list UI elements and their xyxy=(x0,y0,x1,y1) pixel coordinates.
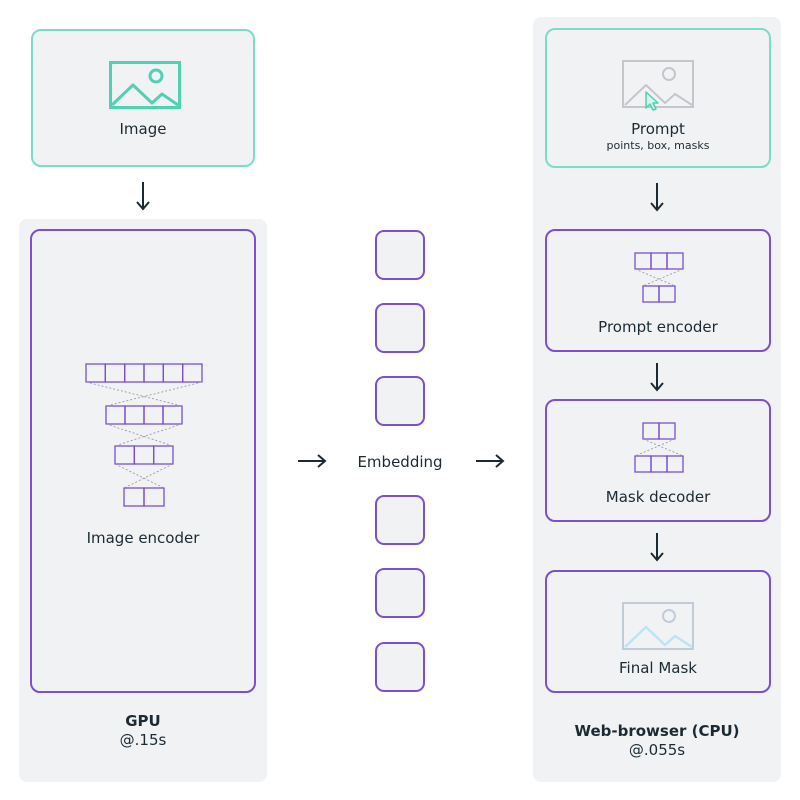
embedding-cell xyxy=(375,495,425,545)
mask-decoder-network-icon xyxy=(634,422,684,473)
browser-footer: Web-browser (CPU) @.055s xyxy=(533,722,781,760)
prompt-label: Prompt xyxy=(631,120,685,138)
final-mask-label: Final Mask xyxy=(619,659,697,677)
embedding-cell xyxy=(375,376,425,426)
embedding-cell xyxy=(375,568,425,618)
prompt-box: Prompt points, box, masks xyxy=(545,28,771,168)
gpu-timing-label: @.15s xyxy=(119,731,167,749)
prompt-encoder-box: Prompt encoder xyxy=(545,229,771,352)
browser-timing-label: @.055s xyxy=(628,741,686,759)
browser-device-label: Web-browser (CPU) xyxy=(574,722,740,740)
image-cursor-icon xyxy=(622,60,694,111)
embedding-label: Embedding xyxy=(357,453,443,471)
mask-decoder-label: Mask decoder xyxy=(605,488,711,506)
arrow-down-icon xyxy=(136,182,150,211)
prompt-encoder-network-icon xyxy=(634,252,684,303)
embedding-cell xyxy=(375,230,425,280)
gpu-device-label: GPU xyxy=(125,712,161,730)
embedding-cell xyxy=(375,303,425,353)
image-encoder-network-icon xyxy=(85,363,203,507)
image-icon xyxy=(109,61,181,109)
arrow-right-icon xyxy=(298,454,327,468)
prompt-encoder-label: Prompt encoder xyxy=(598,318,718,336)
image-icon xyxy=(622,602,694,650)
arrow-down-icon xyxy=(650,533,664,562)
image-encoder-box: Image encoder xyxy=(30,229,256,693)
image-encoder-label: Image encoder xyxy=(86,529,200,547)
final-mask-box: Final Mask xyxy=(545,570,771,693)
embedding-cell xyxy=(375,642,425,692)
prompt-sublabel: points, box, masks xyxy=(606,139,710,152)
arrow-down-icon xyxy=(650,183,664,212)
image-input-box: Image xyxy=(31,29,255,167)
mask-decoder-box: Mask decoder xyxy=(545,399,771,522)
arrow-down-icon xyxy=(650,363,664,392)
image-input-label: Image xyxy=(119,120,167,138)
gpu-footer: GPU @.15s xyxy=(19,712,267,750)
arrow-right-icon xyxy=(476,454,505,468)
